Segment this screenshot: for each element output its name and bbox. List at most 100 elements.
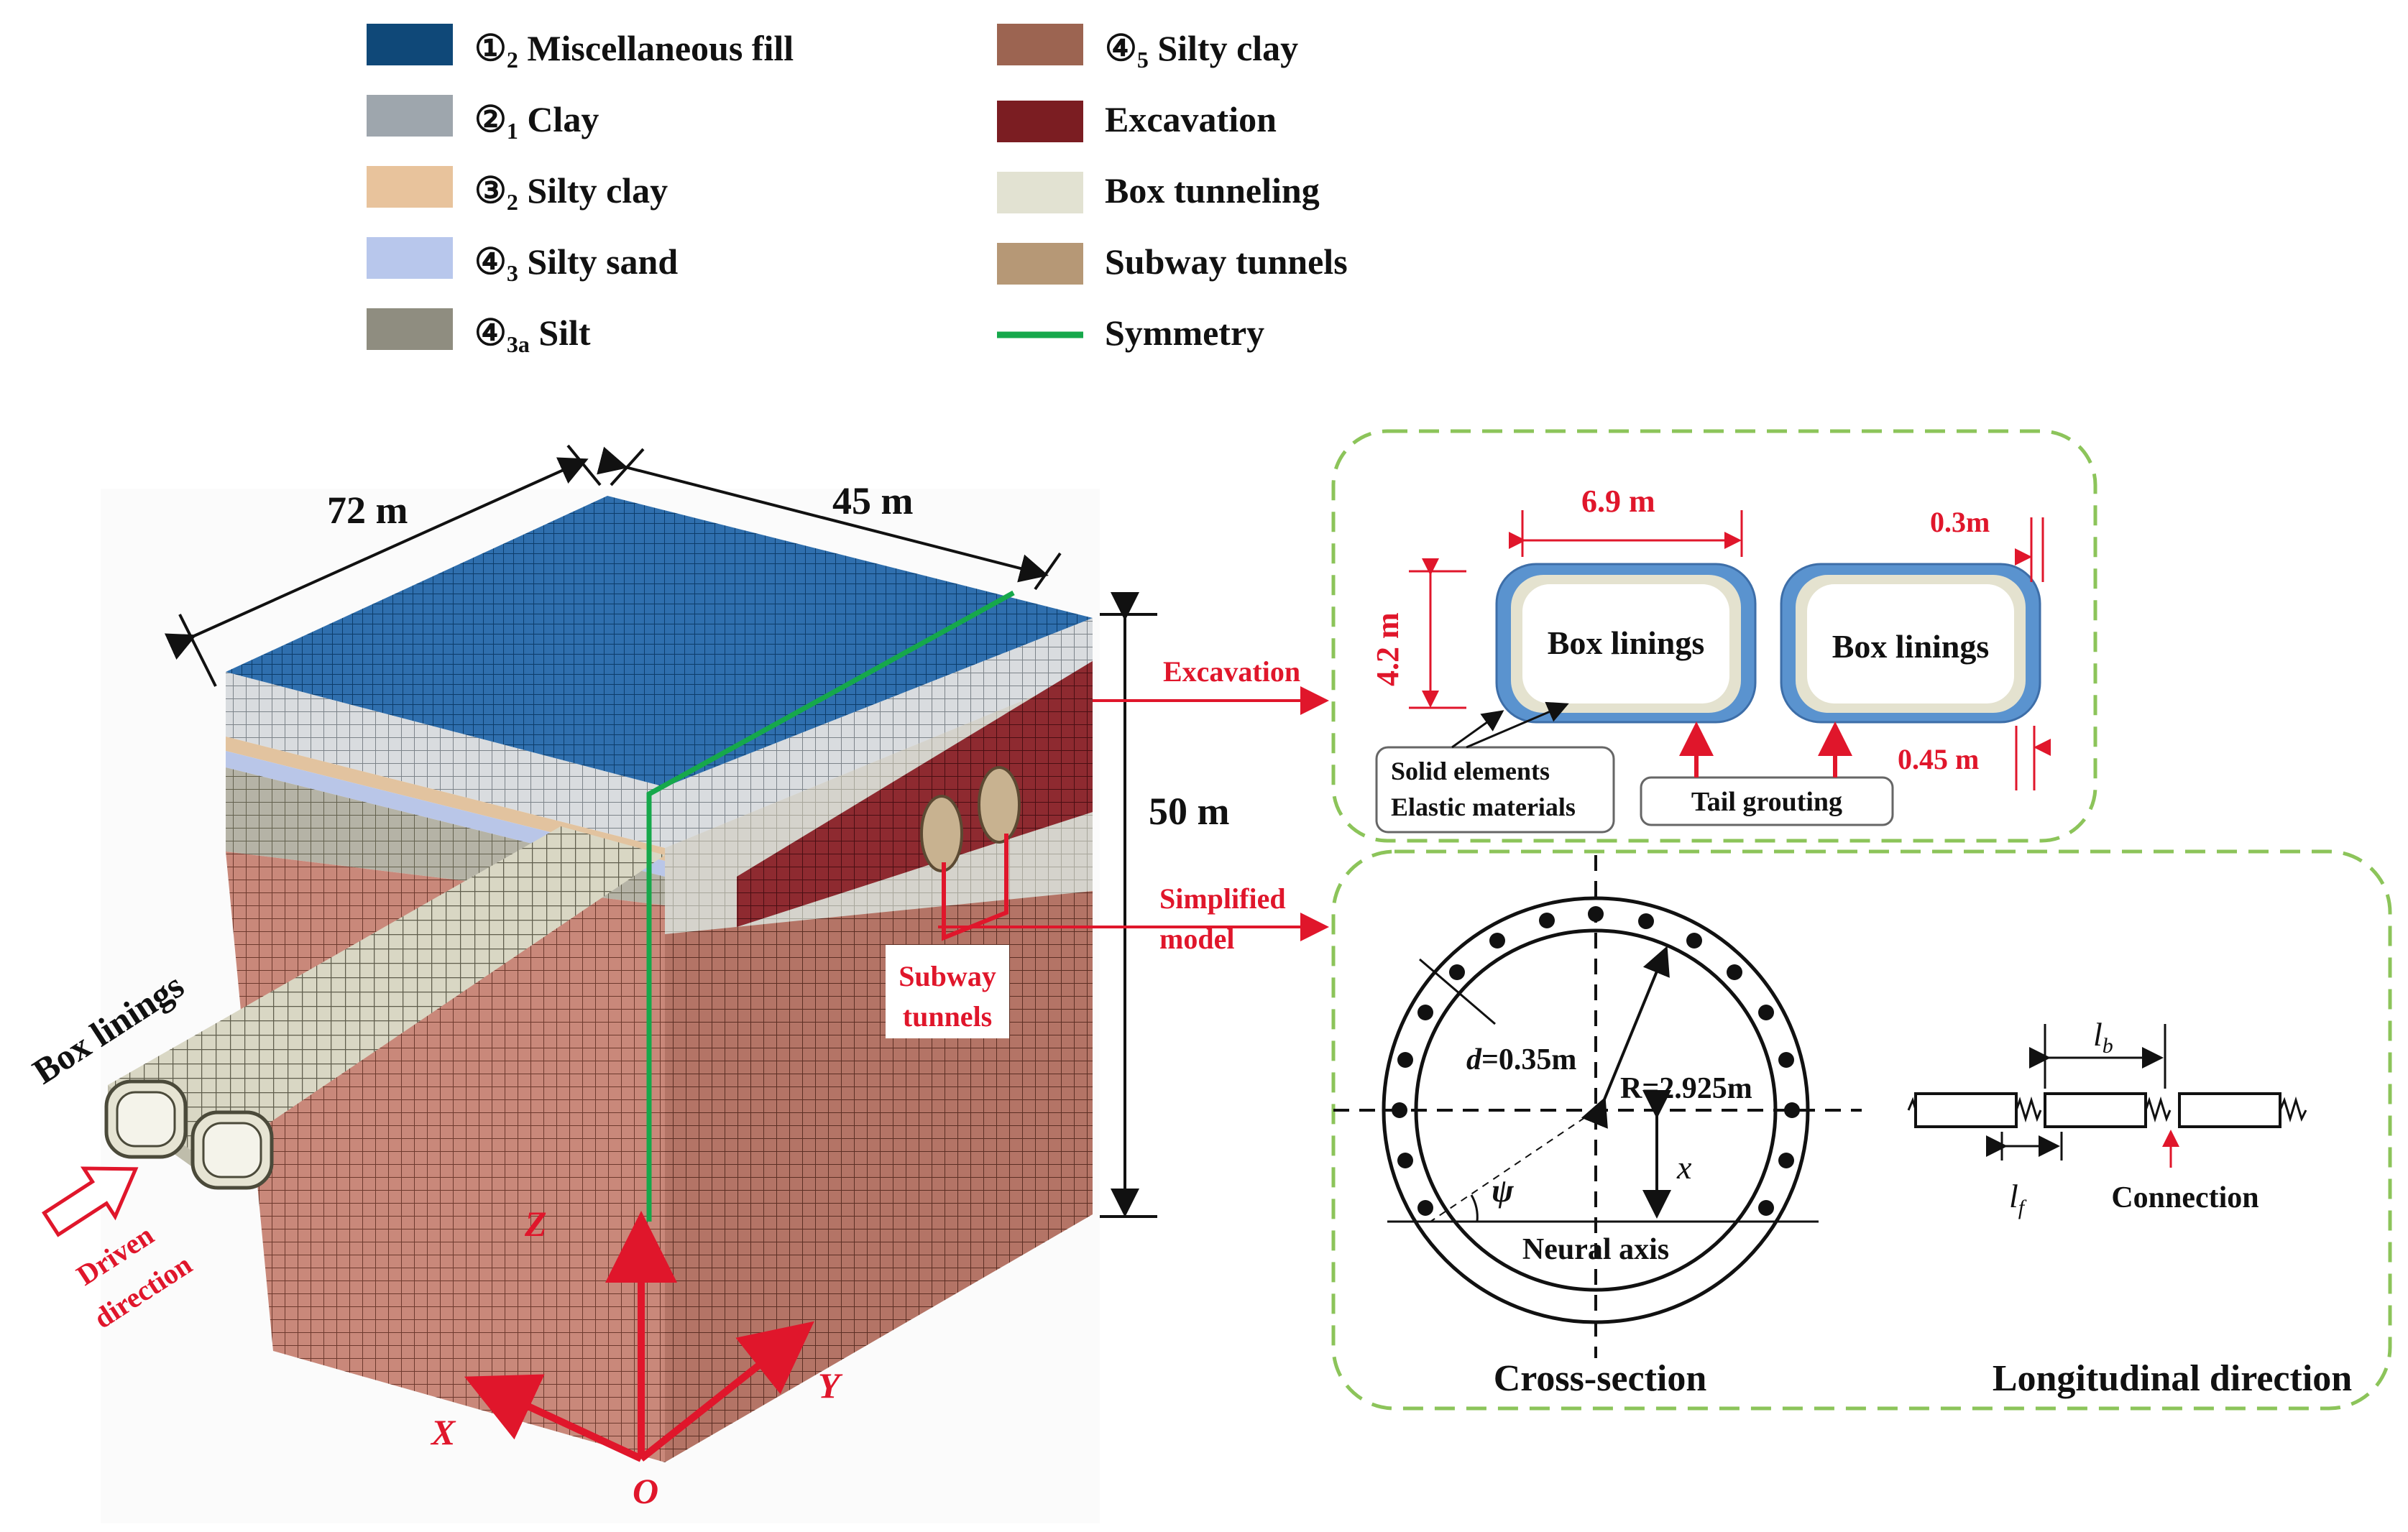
- dim-72-line: [164, 457, 589, 660]
- svg-text:④3a Silt: ④3a Silt: [474, 313, 591, 357]
- excavation-callout-label: Excavation: [1163, 655, 1300, 688]
- psi-label: ψ: [1492, 1172, 1515, 1209]
- legend-item-silty-sand: ④3 Silty sand: [367, 237, 678, 286]
- legend-swatch: [367, 166, 453, 208]
- legend-swatch: [997, 243, 1083, 285]
- box-right-label: Box linings: [1832, 628, 1990, 665]
- lf-label-sub: f: [2018, 1196, 2027, 1219]
- legend-sub: 3: [507, 260, 518, 286]
- legend-text: Symmetry: [1105, 313, 1264, 353]
- soil-model: 72 m 45 m 50 m Box linings Driven direct…: [25, 444, 1329, 1523]
- svg-text:③2 Silty clay: ③2 Silty clay: [474, 170, 668, 215]
- dim-72-tick-left: [178, 614, 217, 687]
- legend-sub: 5: [1137, 47, 1149, 73]
- radius-arrow: [1581, 946, 1670, 1129]
- legend-circled: ④: [1105, 28, 1137, 68]
- svg-text:④5 Silty clay: ④5 Silty clay: [1105, 28, 1298, 73]
- subway-tunnels-shape: [920, 766, 1021, 872]
- neural-axis-label: Neural axis: [1522, 1233, 1669, 1266]
- legend-circled: ④: [474, 241, 507, 282]
- psi-arc: [1470, 1194, 1479, 1222]
- axis-x-arrow: [464, 1374, 643, 1462]
- legend-item-clay: ②1 Clay: [367, 95, 599, 144]
- legend-swatch: [367, 24, 453, 65]
- longitudinal-title: Longitudinal direction: [1993, 1358, 2352, 1399]
- legend-circled: ③: [474, 170, 507, 211]
- legend-swatch: [997, 24, 1083, 65]
- box-linings-panel: Box linings Box linings 6.9 m 4.2 m 0.3m…: [1331, 429, 2097, 843]
- subway-label-line2: tunnels: [903, 1000, 993, 1033]
- d-label-var: d: [1466, 1043, 1482, 1076]
- dim-50-label: 50 m: [1149, 790, 1230, 833]
- legend-item-misc-fill: ①2 Miscellaneous fill: [367, 24, 794, 73]
- legend-item-silty-clay-5: ④5 Silty clay: [997, 24, 1298, 73]
- cross-section-drawing: [1333, 855, 1862, 1358]
- d-label-value: =0.35m: [1481, 1043, 1576, 1076]
- cross-section-title: Cross-section: [1494, 1358, 1707, 1399]
- simplified-label-line2: model: [1159, 923, 1234, 955]
- lb-label-sub: b: [2103, 1034, 2113, 1058]
- svg-text:①2 Miscellaneous fill: ①2 Miscellaneous fill: [474, 28, 794, 73]
- legend-text: Box tunneling: [1105, 170, 1320, 211]
- lb-label-main: l: [2093, 1016, 2103, 1053]
- axis-x-label: X: [430, 1412, 456, 1452]
- axis-z-label: Z: [524, 1204, 547, 1244]
- subway-label-line1: Subway: [899, 960, 996, 992]
- legend-text: Miscellaneous fill: [518, 28, 794, 68]
- svg-text:②1 Clay: ②1 Clay: [474, 99, 599, 144]
- connection-label: Connection: [2111, 1181, 2258, 1214]
- d-label: d=0.35m: [1466, 1043, 1576, 1076]
- legend-swatch: [367, 237, 453, 279]
- legend-sub: 2: [507, 189, 518, 215]
- legend-circled: ④: [474, 313, 507, 353]
- legend-swatch: [997, 172, 1083, 213]
- box-left-label: Box linings: [1548, 624, 1705, 661]
- solid-elements-line2: Elastic materials: [1391, 793, 1576, 821]
- legend-text: Silty clay: [518, 170, 668, 211]
- solid-elements-line1: Solid elements: [1391, 757, 1550, 785]
- dim-4-2-label: 4.2 m: [1370, 612, 1405, 686]
- axis-y-arrow: [638, 1321, 814, 1462]
- lb-label: lb: [2093, 1016, 2113, 1058]
- panel-border: [1331, 849, 2392, 1411]
- tail-grouting-label: Tail grouting: [1691, 787, 1842, 817]
- d-leader: [1419, 958, 1496, 1025]
- x-label: x: [1676, 1149, 1692, 1186]
- solid-leader-2: [1466, 701, 1569, 749]
- box-lining-left: Box linings: [1495, 563, 1757, 724]
- tail-grouting-box: [1640, 776, 1894, 826]
- simplified-label-line1: Simplified: [1159, 882, 1286, 915]
- dim-72-label: 72 m: [327, 489, 408, 532]
- tunnel-panel: d=0.35m R=2.925m ψ x Neural axis Cross-s…: [1331, 849, 2392, 1411]
- dim-72-tick-right: [566, 444, 602, 486]
- left-face-clay: [226, 672, 665, 848]
- r-label: R=2.925m: [1620, 1072, 1752, 1105]
- legend-text: Silty sand: [518, 241, 679, 282]
- legend-swatch: [367, 308, 453, 350]
- solid-elements-box: [1375, 746, 1615, 834]
- dim-0-3-label: 0.3m: [1930, 506, 1990, 538]
- right-face-clay: [665, 618, 1093, 848]
- legend-swatch: [367, 95, 453, 137]
- right-face-excavation-overlay: [737, 661, 1093, 927]
- longitudinal-drawing: [1907, 1024, 2307, 1168]
- dim-45-label: 45 m: [832, 479, 914, 522]
- legend-text: Subway tunnels: [1105, 241, 1348, 282]
- dim-0-45-label: 0.45 m: [1898, 743, 1979, 775]
- legend-item-subway-tunnels: Subway tunnels: [997, 241, 1348, 285]
- legend-sub: 1: [507, 118, 518, 144]
- lf-label-main: l: [2009, 1178, 2018, 1214]
- solid-leader-1: [1451, 710, 1504, 749]
- dim-6-9-label: 6.9 m: [1581, 484, 1655, 519]
- legend-circled: ①: [474, 28, 507, 68]
- subway-label-box: [886, 945, 1009, 1038]
- lf-label: lf: [2009, 1178, 2027, 1219]
- legend-item-silty-clay-3: ③2 Silty clay: [367, 166, 668, 215]
- legend-circled: ②: [474, 99, 507, 139]
- svg-text:④3 Silty sand: ④3 Silty sand: [474, 241, 678, 286]
- subway-leader: [942, 834, 1008, 941]
- dim-45-tick-right: [1034, 552, 1062, 591]
- legend-sub: 3a: [507, 331, 530, 357]
- legend-text: Silty clay: [1149, 28, 1298, 68]
- legend-item-excavation: Excavation: [997, 99, 1277, 142]
